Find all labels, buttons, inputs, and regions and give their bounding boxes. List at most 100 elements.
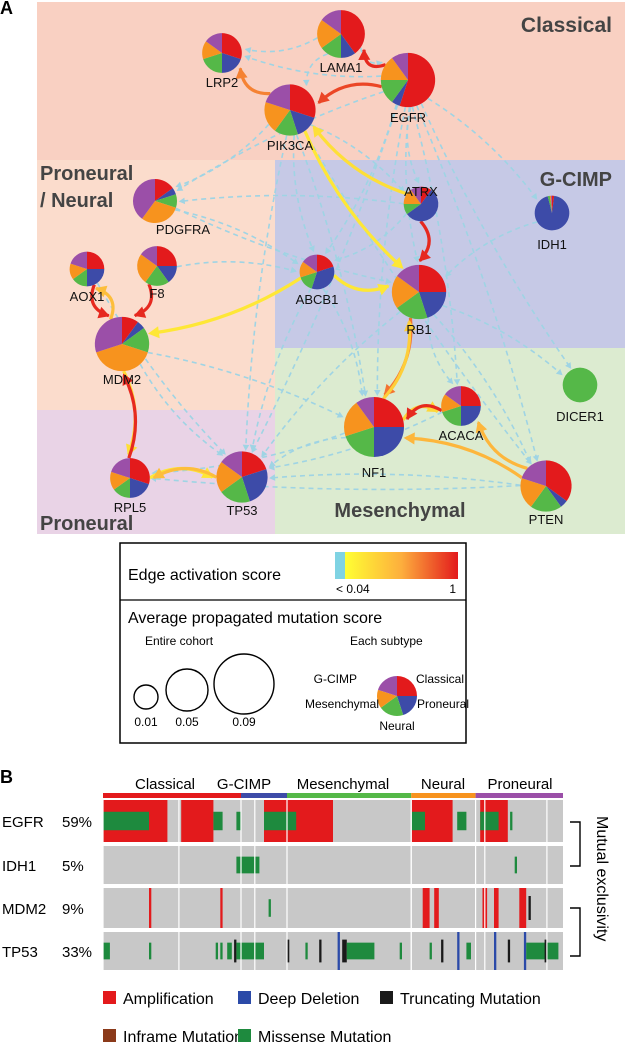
inactive-arrow-EGFR-NF1 <box>374 390 381 397</box>
active-edges <box>90 48 528 480</box>
node-label-rb1: RB1 <box>406 322 431 337</box>
node-tp53-slice-mesenchymal <box>221 477 250 503</box>
pie-label-neural: Neural <box>379 719 414 733</box>
alteration-mdm2-3 <box>422 888 430 928</box>
active-arrow-AOX1-MDM2 <box>97 306 110 319</box>
alteration-tp53-1 <box>149 942 152 960</box>
inactive-arrow-EGFR-ATRX <box>413 176 420 184</box>
active-arrow-ABCB1-MDM2 <box>147 326 160 339</box>
node-atrx-slice-neural <box>403 189 421 204</box>
region-title-mesenchymal: Mesenchymal <box>334 500 465 522</box>
alteration-egfr-6 <box>264 811 297 831</box>
alteration-tp53-17 <box>466 942 471 960</box>
pie-label-gcimp: G-CIMP <box>314 672 357 686</box>
node-egfr <box>380 52 436 108</box>
node-acaca-slice-classical <box>461 386 481 406</box>
node-label-nf1: NF1 <box>362 465 387 480</box>
region-title-proneural-neural-1: Proneural <box>40 163 133 185</box>
legend-pie-slice-mesenchymal <box>380 696 404 716</box>
inactive-arrow-EGFR-ACACA <box>453 379 461 386</box>
node-idh1-slice-neural <box>549 195 552 213</box>
node-aox1-slice-classical <box>87 251 105 269</box>
legend-label-trunc: Truncating Mutation <box>400 991 541 1008</box>
inactive-arrow-EGFR-PTEN <box>532 454 540 462</box>
inactive-edge-EGFR-ATRX <box>406 106 420 184</box>
active-edge-ABCB1-MDM2 <box>151 276 302 335</box>
inactive-arrow-EGFR-LRP2 <box>244 54 252 62</box>
node-lrp2-slice-neural <box>202 41 222 60</box>
node-rb1-slice-proneural <box>397 264 419 292</box>
inactive-edge-PDGFRA-ABCB1 <box>174 209 298 265</box>
node-abcb1-slice-mesenchymal <box>300 272 317 289</box>
node-label-atrx: ATRX <box>404 184 438 199</box>
legend-pie-slice-proneural <box>377 676 397 696</box>
alteration-tp53-20 <box>523 932 527 970</box>
node-mdm2 <box>94 316 150 372</box>
active-arrow-ABCB1-RB1 <box>377 283 390 296</box>
node-idh1-slice-classical <box>552 195 555 213</box>
subtype-bar-proneural <box>475 793 563 798</box>
inactive-arrow-RB1-PTEN <box>525 456 532 463</box>
alteration-egfr-1 <box>103 811 149 831</box>
network-legend: Edge activation score < 0.04 1 Average p… <box>119 542 469 744</box>
node-atrx-slice-g-cimp <box>406 189 439 222</box>
node-egfr-slice-g-cimp <box>392 80 408 106</box>
alteration-tp53-3 <box>220 942 223 960</box>
cohort-label: Entire cohort <box>145 634 214 648</box>
alteration-tp53-5 <box>234 939 237 963</box>
alteration-tp53-22 <box>544 939 547 963</box>
inactive-edge-MDM2-TP53 <box>139 363 223 456</box>
size-label-large: 0.09 <box>232 715 256 729</box>
node-pten-slice-neural <box>520 478 546 507</box>
inactive-edge-ABCB1-NF1 <box>322 287 364 396</box>
subtype-header-mesenchymal: Mesenchymal <box>297 776 390 793</box>
node-pdgfra-slice-classical <box>155 179 173 201</box>
legend-swatch-trunc <box>380 991 393 1004</box>
active-arrow-EGFR-PIK3CA <box>317 91 330 104</box>
node-label-f8: F8 <box>149 286 164 301</box>
inactive-edge-EGFR-DICER1 <box>420 103 571 367</box>
active-arrow-RPL5-MDM2 <box>122 373 134 387</box>
node-label-pik3ca: PIK3CA <box>267 138 314 153</box>
node-idh1-slice-g-cimp <box>534 195 570 231</box>
gene-pct-egfr: 59% <box>62 814 92 831</box>
inactive-edge-EGFR-PTEN <box>416 105 538 459</box>
inactive-edge-ABCB1-TP53 <box>251 287 312 450</box>
node-pik3ca <box>264 84 316 136</box>
alteration-egfr-12 <box>510 811 513 831</box>
node-rpl5-slice-classical <box>130 458 150 485</box>
alteration-tp53-11 <box>342 939 347 963</box>
active-arrow-PTEN-ACACA <box>475 420 488 434</box>
active-edge-ATRX-PIK3CA <box>312 126 408 196</box>
inactive-edge-EGFR-NF1 <box>376 106 407 394</box>
node-acaca-slice-mesenchymal <box>442 406 461 426</box>
bracket-mdm2-tp53 <box>570 907 581 957</box>
alteration-mdm2-2 <box>268 899 271 917</box>
node-label-rpl5: RPL5 <box>114 500 147 515</box>
inactive-edge-EGFR-RB1 <box>405 107 419 262</box>
active-edge-PTEN-NF1 <box>406 436 523 480</box>
node-abcb1-slice-classical <box>317 254 334 272</box>
inactive-edge-PIK3CA-TP53 <box>245 135 288 448</box>
inactive-arrow-PIK3CA-PDGFRA <box>175 181 183 188</box>
node-rb1 <box>391 264 447 320</box>
node-lama1-slice-mesenchymal <box>321 34 341 58</box>
node-pten-slice-classical <box>546 460 572 502</box>
node-rb1-slice-classical <box>419 264 447 292</box>
node-abcb1-slice-neural <box>299 261 317 278</box>
inactive-arrow-ABCB1-NF1 <box>358 389 366 397</box>
inactive-edge-EGFR-IDH1 <box>427 97 537 200</box>
active-arrow-ATRX-PIK3CA <box>312 125 325 138</box>
inactive-arrow-ATRX-ABCB1 <box>333 255 341 263</box>
inactive-arrow-PDGFRA-ABCB1 <box>291 258 299 265</box>
inactive-edge-EGFR-ACACA <box>411 106 458 383</box>
inactive-edge-PTEN-TP53 <box>271 473 521 487</box>
node-f8-slice-classical <box>157 246 177 266</box>
alteration-egfr-2 <box>181 800 214 842</box>
node-idh1-slice-mesenchymal <box>547 195 552 213</box>
legend-swatch-inframe <box>103 1029 116 1042</box>
inactive-arrow-ABCB1-TP53 <box>249 444 257 451</box>
gene-name-mdm2: MDM2 <box>2 901 46 918</box>
node-aox1-slice-mesenchymal <box>72 269 87 287</box>
node-pik3ca-slice-mesenchymal <box>274 110 298 136</box>
